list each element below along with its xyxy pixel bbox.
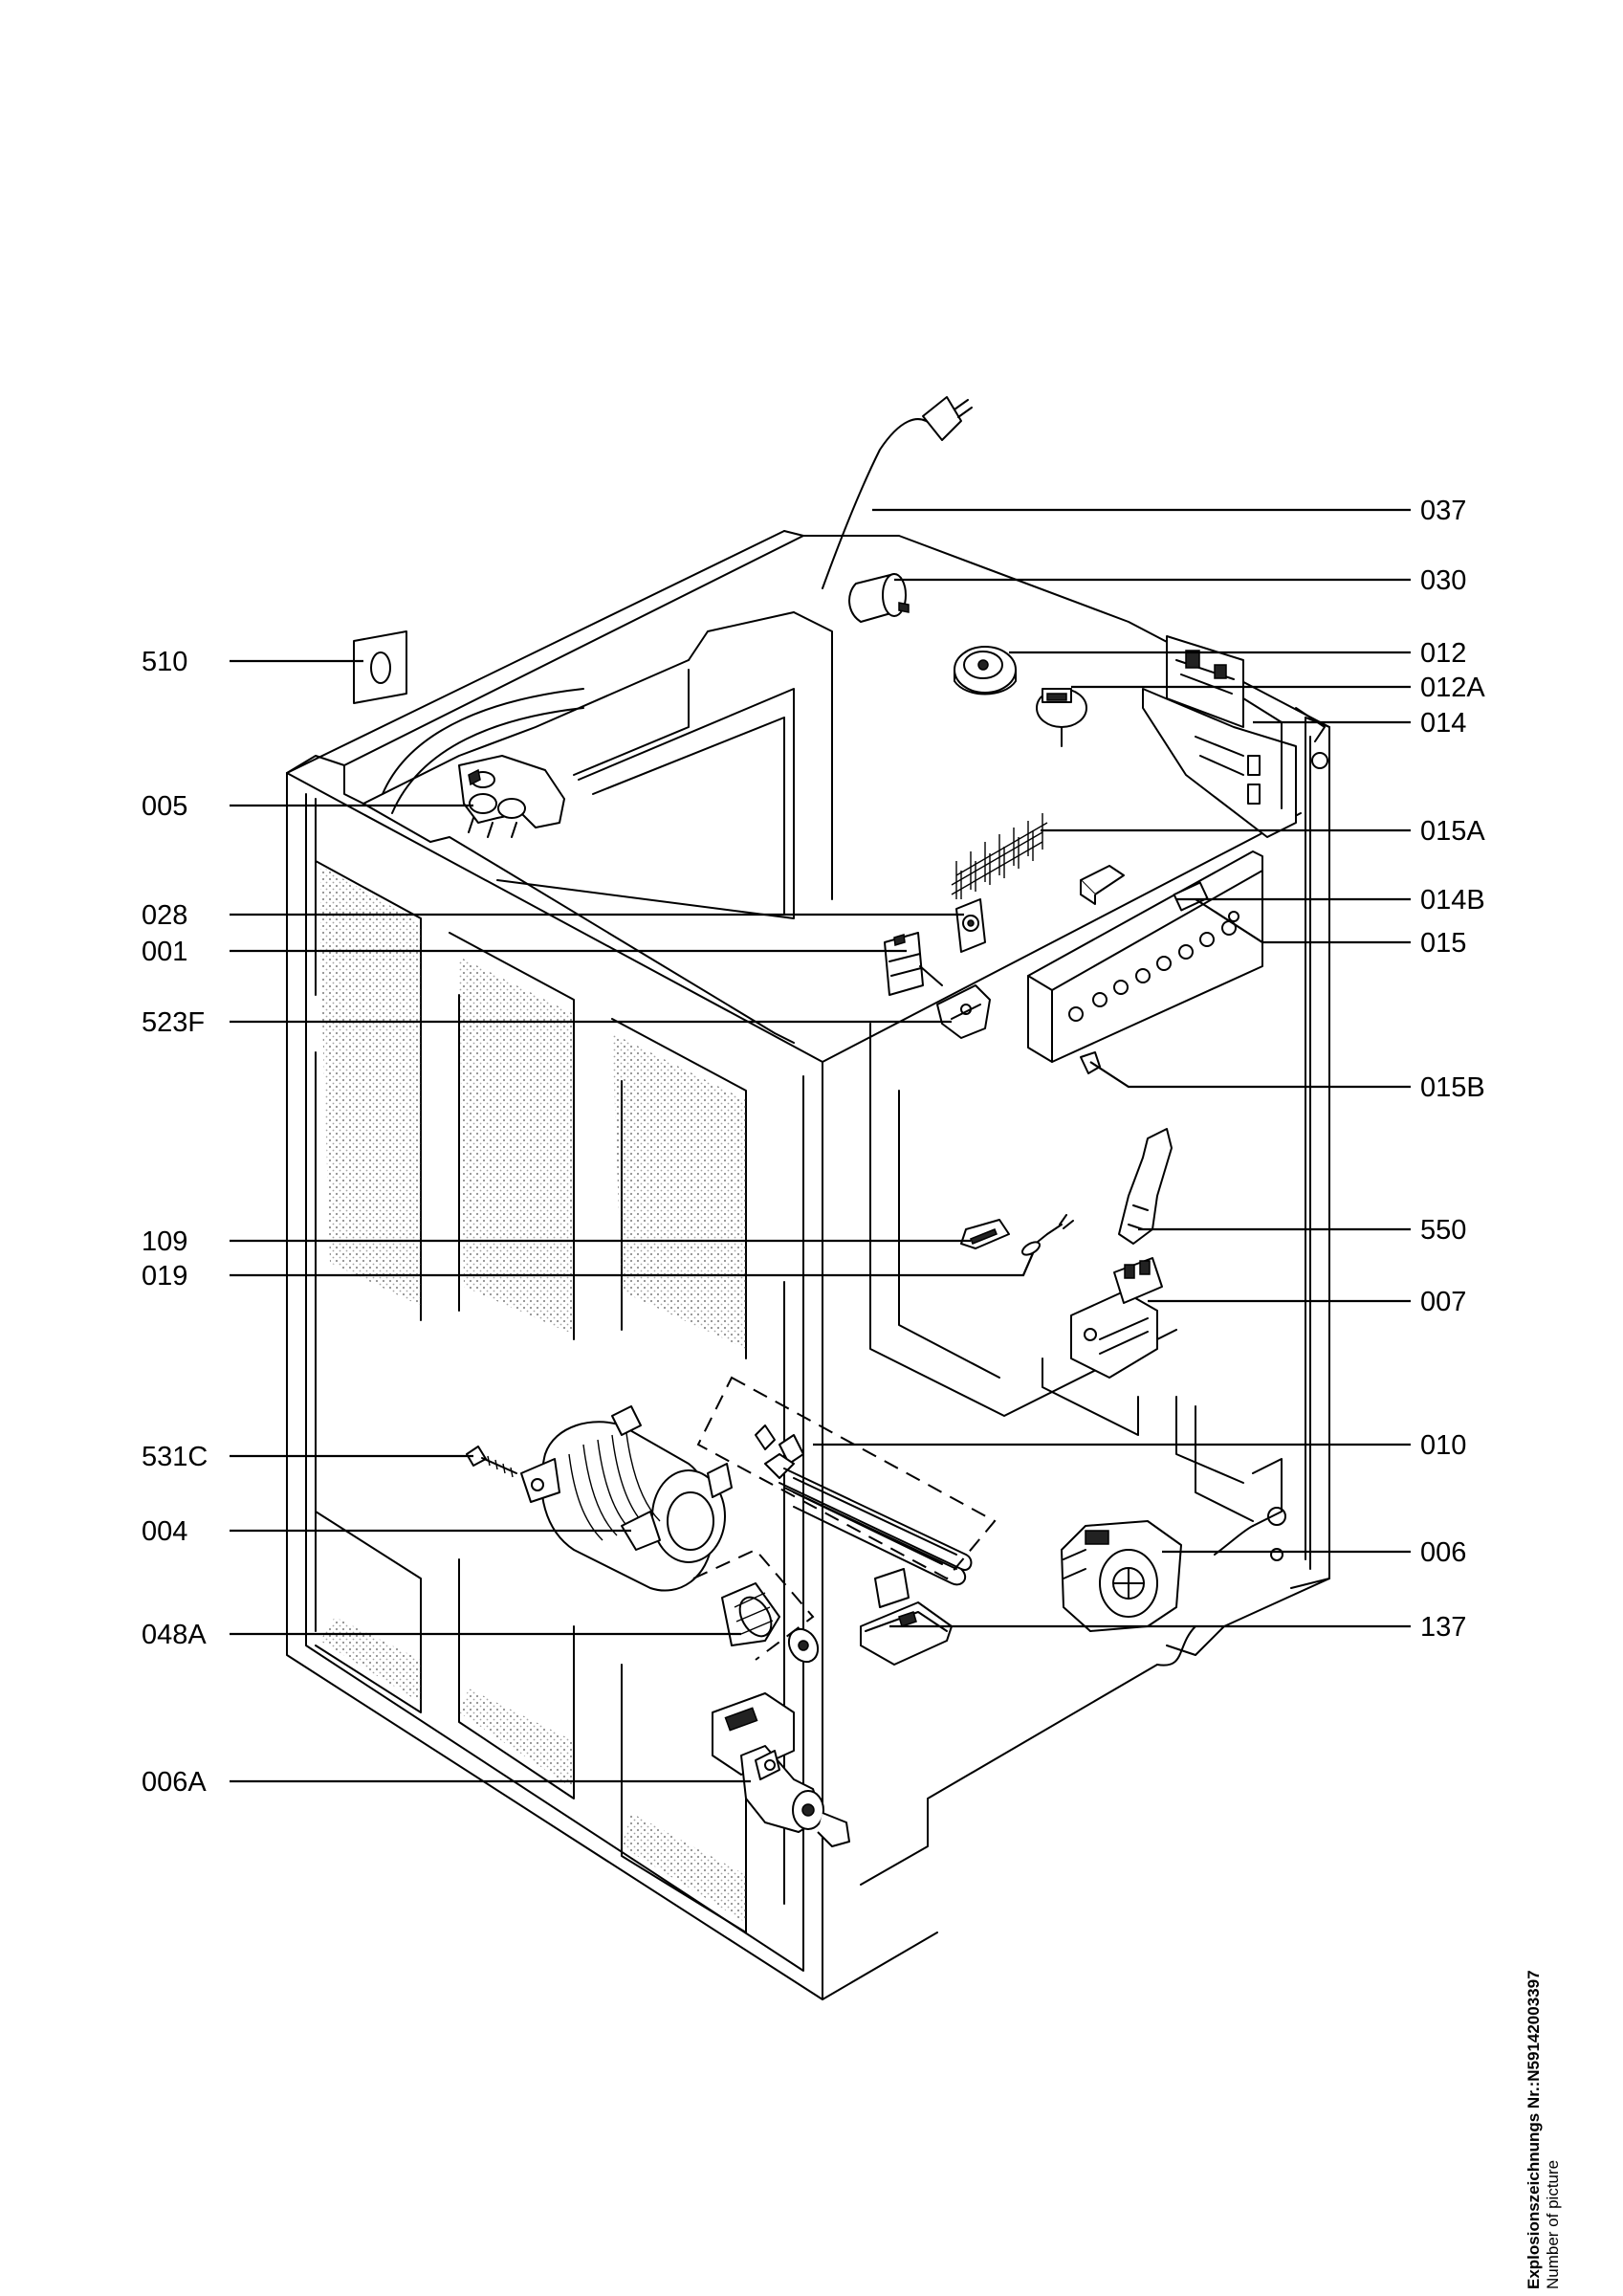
program-selector-012 [954, 646, 1017, 695]
label-005: 005 [142, 791, 187, 822]
label-010: 010 [1420, 1430, 1466, 1461]
label-531C: 531C [142, 1442, 208, 1472]
label-510: 510 [142, 647, 187, 677]
label-014: 014 [1420, 708, 1466, 739]
heating-element-010 [696, 1376, 997, 1586]
label-004: 004 [142, 1516, 187, 1547]
pump-filter-048A [692, 1548, 820, 1664]
inlet-valve-006A [712, 1692, 850, 1847]
panel-insulation [320, 866, 746, 1923]
label-048A: 048A [142, 1620, 207, 1650]
label-007: 007 [1420, 1287, 1466, 1317]
door-interlock-007 [1070, 1257, 1163, 1379]
contact-strip-015A [951, 813, 1048, 899]
clip-109 [960, 1219, 1010, 1249]
door-lever-550 [1118, 1128, 1173, 1245]
capacitor-030 [848, 573, 910, 623]
picture-number-caption: Explosionszeichnungs Nr.:N59142003397 Nu… [1524, 1970, 1563, 2289]
label-006A: 006A [142, 1767, 207, 1798]
label-015B: 015B [1420, 1072, 1485, 1103]
pump-006 [1061, 1520, 1182, 1632]
thermal-fuse-019 [1020, 1214, 1074, 1256]
label-001: 001 [142, 937, 187, 967]
label-012: 012 [1420, 638, 1466, 669]
power-cord-037 [822, 396, 973, 589]
label-037: 037 [1420, 496, 1466, 526]
control-bracket-014 [1142, 635, 1297, 838]
drain-pump-004 [520, 1405, 733, 1592]
control-panel-014B [1027, 850, 1263, 1063]
bracket-523F [936, 984, 991, 1039]
label-012A: 012A [1420, 673, 1485, 703]
label-523F: 523F [142, 1007, 205, 1038]
sensor-137 [860, 1568, 953, 1666]
label-006: 006 [1420, 1537, 1466, 1568]
dispenser-manifold-005 [458, 755, 565, 838]
label-137: 137 [1420, 1612, 1466, 1643]
label-550: 550 [1420, 1215, 1466, 1246]
label-015A: 015A [1420, 816, 1485, 847]
interference-filter-001 [884, 932, 943, 996]
switch-028 [955, 898, 986, 953]
pressure-switch-012A [1036, 688, 1087, 747]
screw-531C [466, 1446, 517, 1478]
label-015: 015 [1420, 928, 1466, 959]
leader-lines [230, 508, 1411, 1783]
plate-510 [353, 630, 407, 704]
label-014B: 014B [1420, 885, 1485, 916]
label-109: 109 [142, 1226, 187, 1257]
caption-title: Explosionszeichnungs Nr.:N59142003397 [1524, 1970, 1543, 2289]
label-028: 028 [142, 900, 187, 931]
caption-subtitle: Number of picture [1544, 2159, 1562, 2289]
label-030: 030 [1420, 565, 1466, 596]
label-019: 019 [142, 1261, 187, 1292]
